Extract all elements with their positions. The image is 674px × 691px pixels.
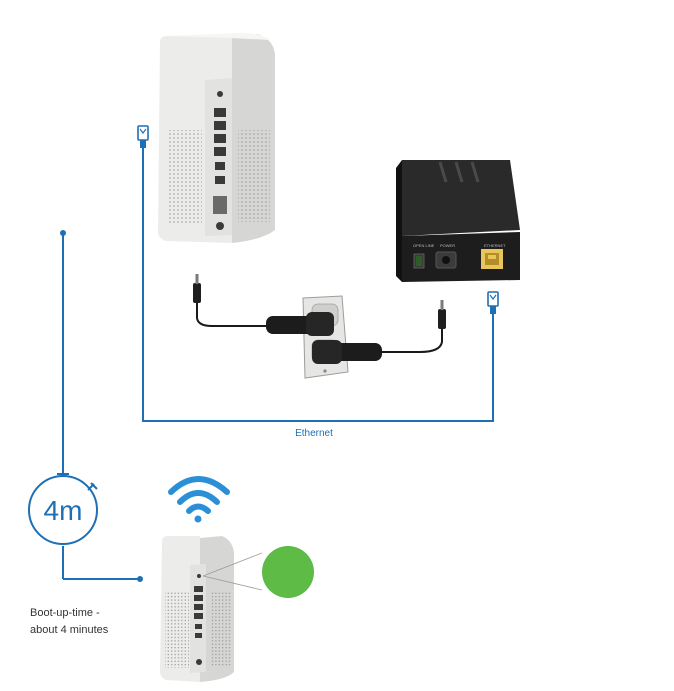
rj45-plug-icon [487, 291, 499, 314]
ethernet-cable [142, 148, 494, 422]
power-adapter-top [266, 312, 334, 336]
network-switch: OPEN LINE POWER ETHERNET [396, 160, 520, 282]
router-top [158, 32, 275, 243]
power-adapter-bottom [312, 340, 382, 364]
wifi-icon [168, 476, 230, 523]
status-led-indicator [262, 546, 314, 598]
switch-label-power: POWER [440, 243, 455, 248]
switch-ethernet-port [481, 249, 503, 269]
timeline-line [60, 230, 143, 582]
rj45-plug-icon [137, 125, 149, 148]
switch-label-ethernet: ETHERNET [484, 243, 506, 248]
ethernet-label: Ethernet [295, 428, 333, 439]
dc-plug-right [438, 300, 446, 329]
dc-plug-left [193, 274, 201, 303]
status-led-callout [202, 546, 314, 598]
router-bottom [160, 536, 234, 682]
timer-label: 4m [44, 495, 83, 526]
boot-time-line1: Boot-up-time - [30, 607, 100, 619]
router-vents [168, 130, 270, 225]
stopwatch-icon [28, 473, 98, 545]
switch-label-openline: OPEN LINE [413, 243, 435, 248]
boot-time-line2: about 4 minutes [30, 624, 109, 636]
wall-outlet [302, 295, 349, 379]
power-cables [196, 300, 443, 353]
router-ports [213, 91, 227, 230]
